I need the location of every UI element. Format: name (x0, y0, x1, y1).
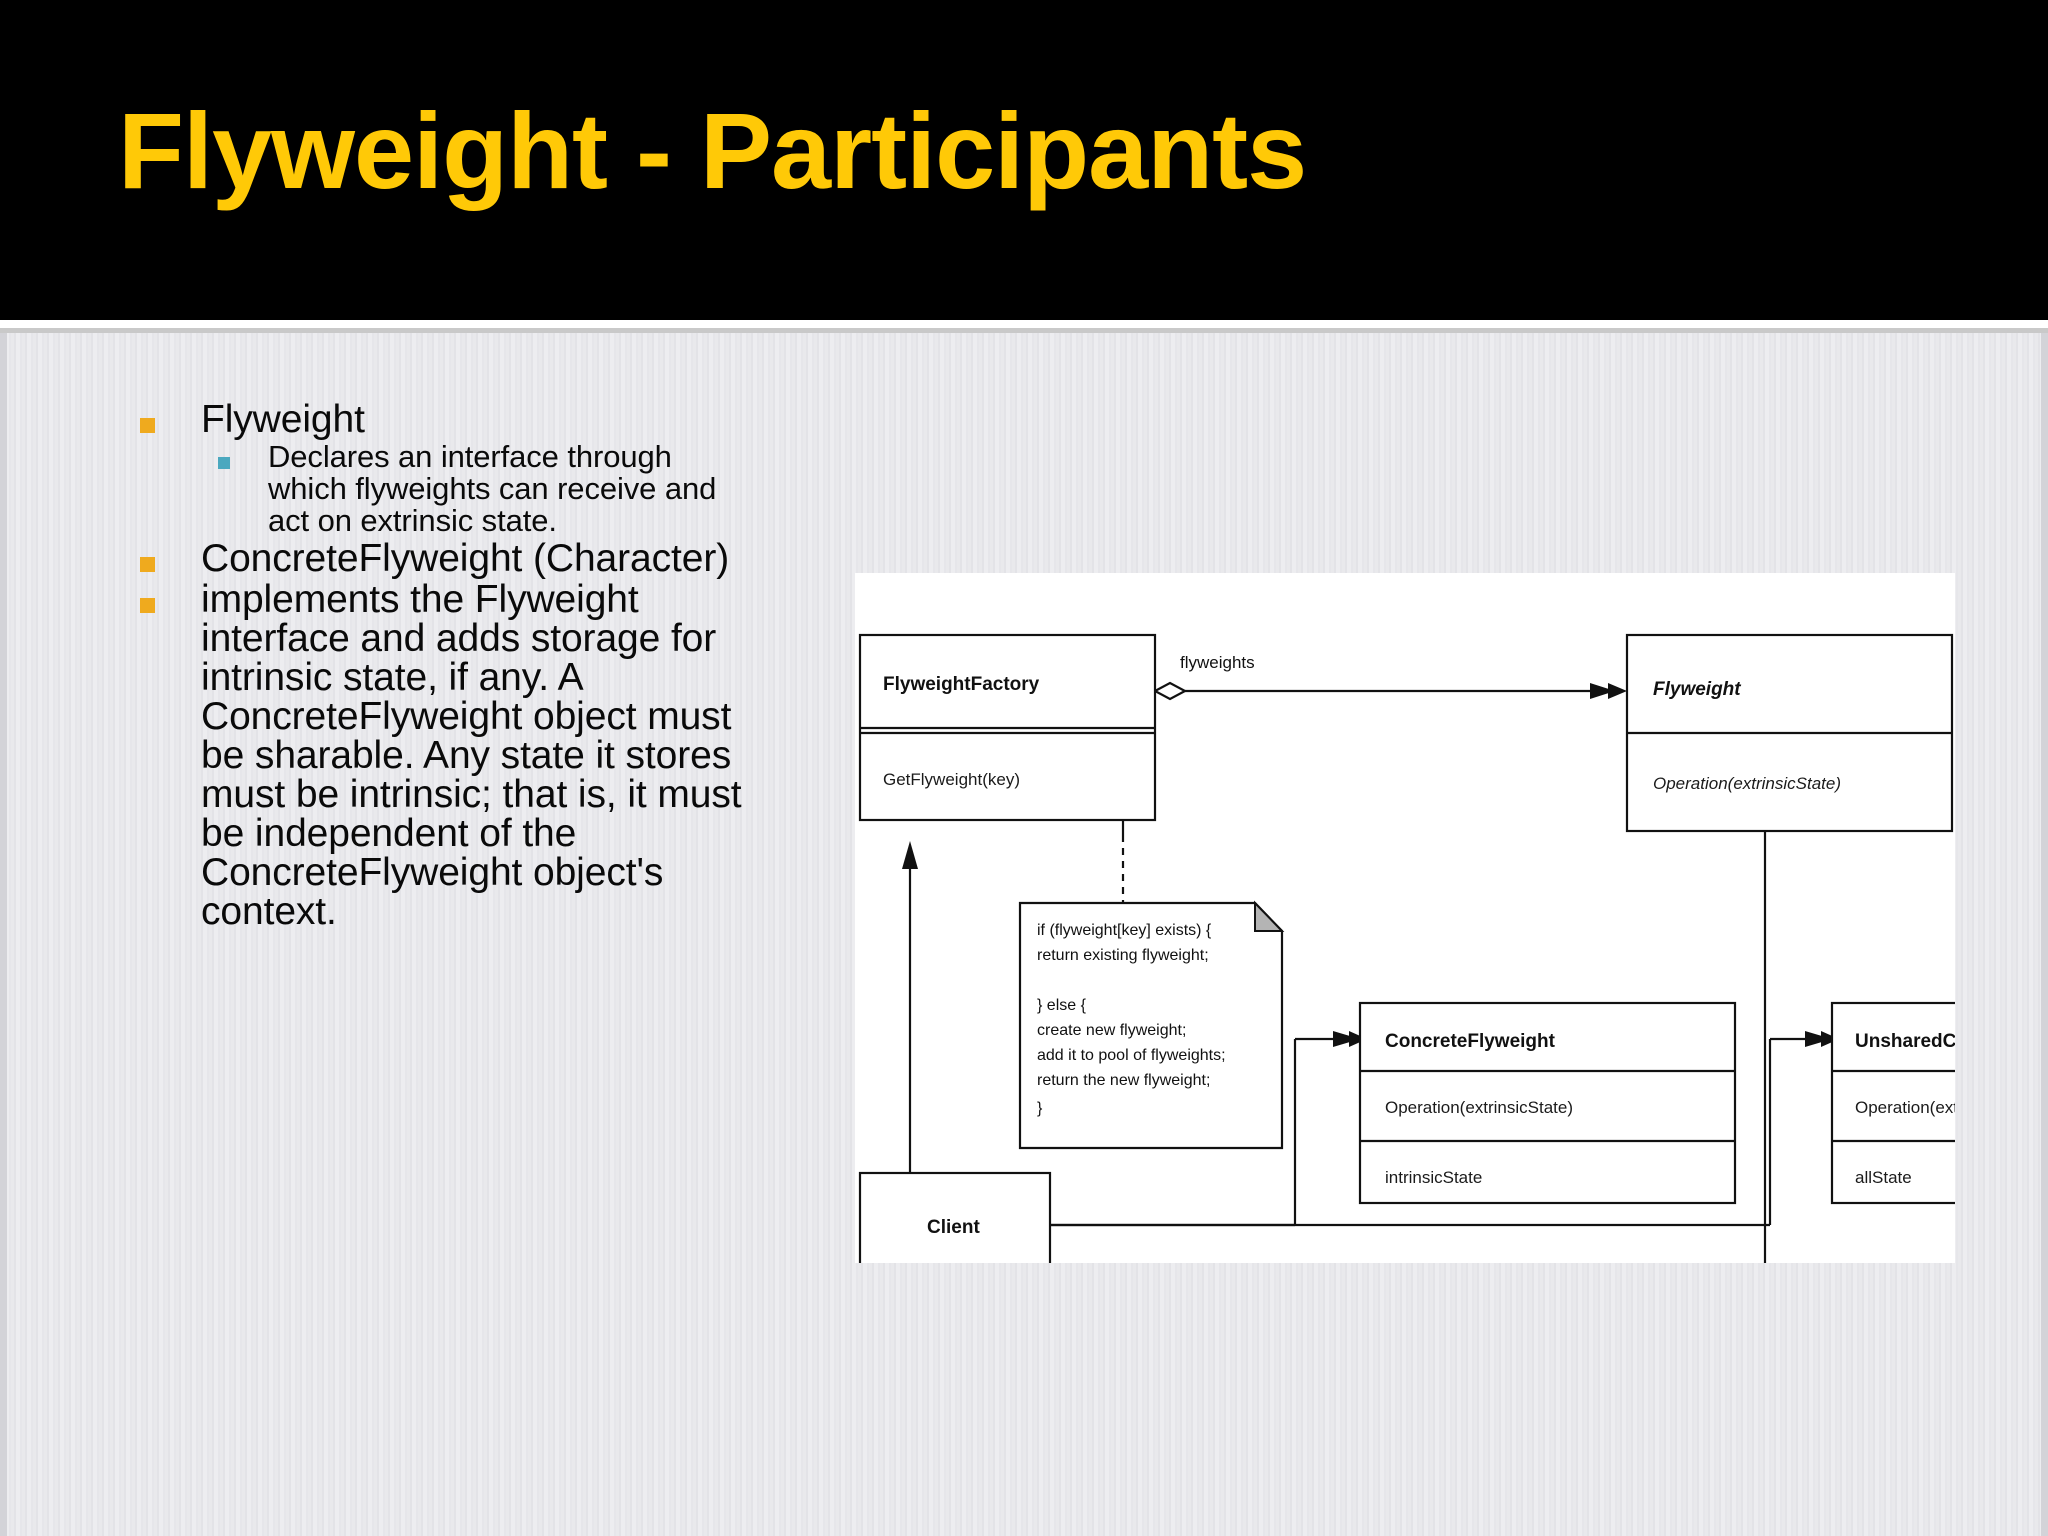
note-line: add it to pool of flyweights; (1037, 1047, 1226, 1064)
uml-class-diagram: FlyweightFactory GetFlyweight(key) flywe… (855, 573, 1955, 1263)
class-box-concreteflyweight[interactable]: ConcreteFlyweight Operation(extrinsicSta… (1358, 1001, 1737, 1205)
note-line: if (flyweight[key] exists) { (1037, 922, 1212, 939)
class-operation: Operation(extrinsicState) (1385, 1098, 1573, 1117)
bullet-text: ConcreteFlyweight (Character) (201, 536, 730, 580)
aggregation-flyweights (1152, 681, 1627, 701)
class-operation: GetFlyweight(key) (883, 770, 1020, 789)
note-line: } (1037, 1100, 1043, 1117)
slide-left-edge (0, 333, 7, 1536)
class-box-flyweightfactory[interactable]: FlyweightFactory GetFlyweight(key) (858, 633, 1157, 822)
association-label: flyweights (1180, 653, 1255, 672)
inheritance-connector (1763, 831, 1767, 1263)
client-to-factory-arrow (902, 841, 918, 1173)
class-box-flyweight[interactable]: Flyweight Operation(extrinsicState) (1625, 633, 1954, 833)
class-box-unsharedconcreteflyweight[interactable]: UnsharedConcreteFlyweight Operation(extr… (1830, 1001, 1955, 1205)
class-name: FlyweightFactory (883, 674, 1040, 695)
note-line: create new flyweight; (1037, 1022, 1186, 1039)
class-name: Flyweight (1653, 679, 1741, 700)
class-attribute: allState (1855, 1168, 1912, 1187)
bullet-text: Declares an interface through which flyw… (268, 439, 717, 538)
note-line: return the new flyweight; (1037, 1072, 1210, 1089)
bullet-text: Flyweight (201, 398, 365, 441)
class-name: ConcreteFlyweight (1385, 1031, 1556, 1052)
list-item: implements the Flyweight interface and a… (140, 580, 780, 931)
note-line: return existing flyweight; (1037, 947, 1209, 964)
list-item: ConcreteFlyweight (Character) (140, 539, 780, 578)
class-attribute: intrinsicState (1385, 1168, 1482, 1187)
bullet-text: implements the Flyweight interface and a… (201, 577, 742, 933)
note-box: if (flyweight[key] exists) { return exis… (1018, 900, 1285, 1150)
square-bullet-icon (140, 418, 155, 433)
class-operation: Operation(extrinsicState) (1855, 1098, 1955, 1117)
client-to-unsharedconcreteflyweight-arrow (1050, 1031, 1839, 1227)
list-item: Flyweight (140, 400, 780, 439)
square-bullet-icon (140, 597, 155, 613)
bullet-list: Flyweight Declares an interface through … (140, 400, 780, 933)
note-line: } else { (1037, 997, 1087, 1014)
slide-title-band: Flyweight - Participants (0, 0, 2048, 320)
square-bullet-icon (140, 556, 155, 572)
title-divider (0, 320, 2048, 328)
class-operation: Operation(extrinsicState) (1653, 774, 1841, 793)
class-name: Client (927, 1217, 980, 1238)
square-bullet-icon (218, 457, 230, 469)
page-title: Flyweight - Participants (118, 90, 1307, 211)
class-name: UnsharedConcreteFlyweight (1855, 1031, 1955, 1052)
title-divider-shadow (0, 328, 2048, 333)
class-box-client[interactable]: Client (858, 1171, 1052, 1263)
slide-right-edge (2041, 333, 2048, 1536)
list-item: Declares an interface through which flyw… (218, 441, 780, 537)
